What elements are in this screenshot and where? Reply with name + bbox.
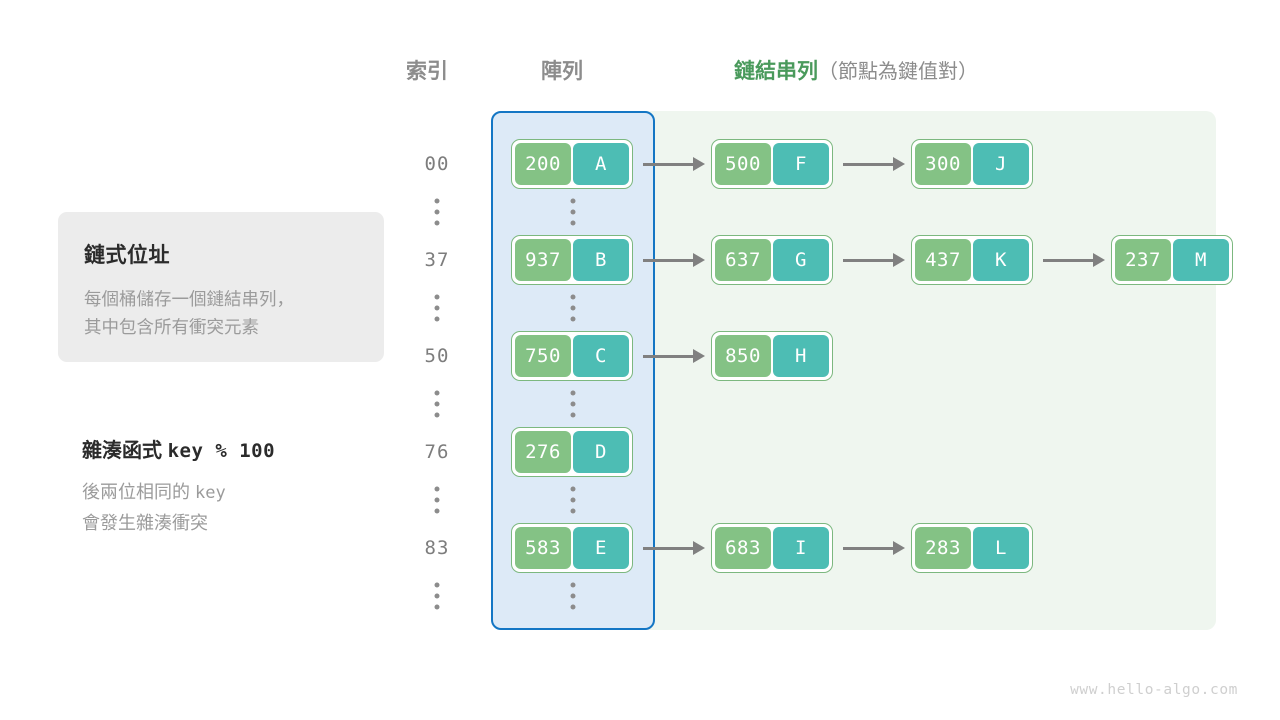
info-card: 鏈式位址 每個桶儲存一個鏈結串列， 其中包含所有衝突元素 (58, 212, 384, 362)
hash-function-note-title: 雜湊函式 key % 100 (82, 434, 402, 463)
info-card-title: 鏈式位址 (84, 244, 170, 267)
column-header-linked-list-sub: （節點為鍵值對） (818, 61, 978, 83)
index-label: 76 (424, 441, 450, 463)
array-ellipsis (570, 486, 576, 514)
node-value: E (573, 527, 629, 569)
index-ellipsis (434, 582, 440, 610)
watermark: www.hello-algo.com (1070, 682, 1238, 698)
array-ellipsis (570, 198, 576, 226)
node-value: M (1173, 239, 1229, 281)
next-pointer-arrow (843, 541, 905, 555)
index-ellipsis (434, 390, 440, 418)
hash-function-note-line-1: 後兩位相同的 key (82, 477, 402, 508)
hash-note-line-1-mono: key (195, 483, 226, 503)
array-ellipsis (570, 582, 576, 610)
node-value: G (773, 239, 829, 281)
node-key: 683 (715, 527, 771, 569)
index-ellipsis (434, 294, 440, 322)
column-header-index: 索引 (406, 60, 448, 83)
node-value: C (573, 335, 629, 377)
node-key: 637 (715, 239, 771, 281)
column-header-linked-list: 鏈結串列（節點為鍵值對） (734, 55, 978, 85)
node-key: 437 (915, 239, 971, 281)
array-ellipsis (570, 294, 576, 322)
next-pointer-arrow (643, 253, 705, 267)
node-key: 850 (715, 335, 771, 377)
node-value: B (573, 239, 629, 281)
hash-function-note: 雜湊函式 key % 100 後兩位相同的 key 會發生雜湊衝突 (82, 434, 402, 538)
next-pointer-arrow (1043, 253, 1105, 267)
node-value: J (973, 143, 1029, 185)
hash-function-expression: key % 100 (167, 440, 276, 462)
next-pointer-arrow (643, 541, 705, 555)
index-ellipsis (434, 486, 440, 514)
next-pointer-arrow (843, 157, 905, 171)
node-key: 237 (1115, 239, 1171, 281)
node-value: L (973, 527, 1029, 569)
node-key: 583 (515, 527, 571, 569)
node-key: 750 (515, 335, 571, 377)
index-label: 83 (424, 537, 450, 559)
node-key: 300 (915, 143, 971, 185)
column-header-array: 陣列 (541, 60, 583, 83)
node-value: F (773, 143, 829, 185)
index-ellipsis (434, 198, 440, 226)
next-pointer-arrow (643, 349, 705, 363)
node-key: 937 (515, 239, 571, 281)
next-pointer-arrow (643, 157, 705, 171)
info-card-line-1: 每個桶儲存一個鏈結串列， (84, 289, 294, 309)
node-value: H (773, 335, 829, 377)
hash-note-line-1-text: 後兩位相同的 (82, 482, 190, 502)
node-value: A (573, 143, 629, 185)
node-key: 500 (715, 143, 771, 185)
hash-function-label: 雜湊函式 (82, 440, 162, 462)
info-card-line-2: 其中包含所有衝突元素 (84, 317, 259, 337)
node-key: 200 (515, 143, 571, 185)
index-label: 00 (424, 153, 450, 175)
hash-function-note-line-2: 會發生雜湊衝突 (82, 513, 208, 533)
node-value: D (573, 431, 629, 473)
node-value: I (773, 527, 829, 569)
node-key: 283 (915, 527, 971, 569)
array-ellipsis (570, 390, 576, 418)
index-label: 37 (424, 249, 450, 271)
index-label: 50 (424, 345, 450, 367)
node-value: K (973, 239, 1029, 281)
node-key: 276 (515, 431, 571, 473)
column-header-linked-list-main: 鏈結串列 (734, 60, 818, 83)
next-pointer-arrow (843, 253, 905, 267)
